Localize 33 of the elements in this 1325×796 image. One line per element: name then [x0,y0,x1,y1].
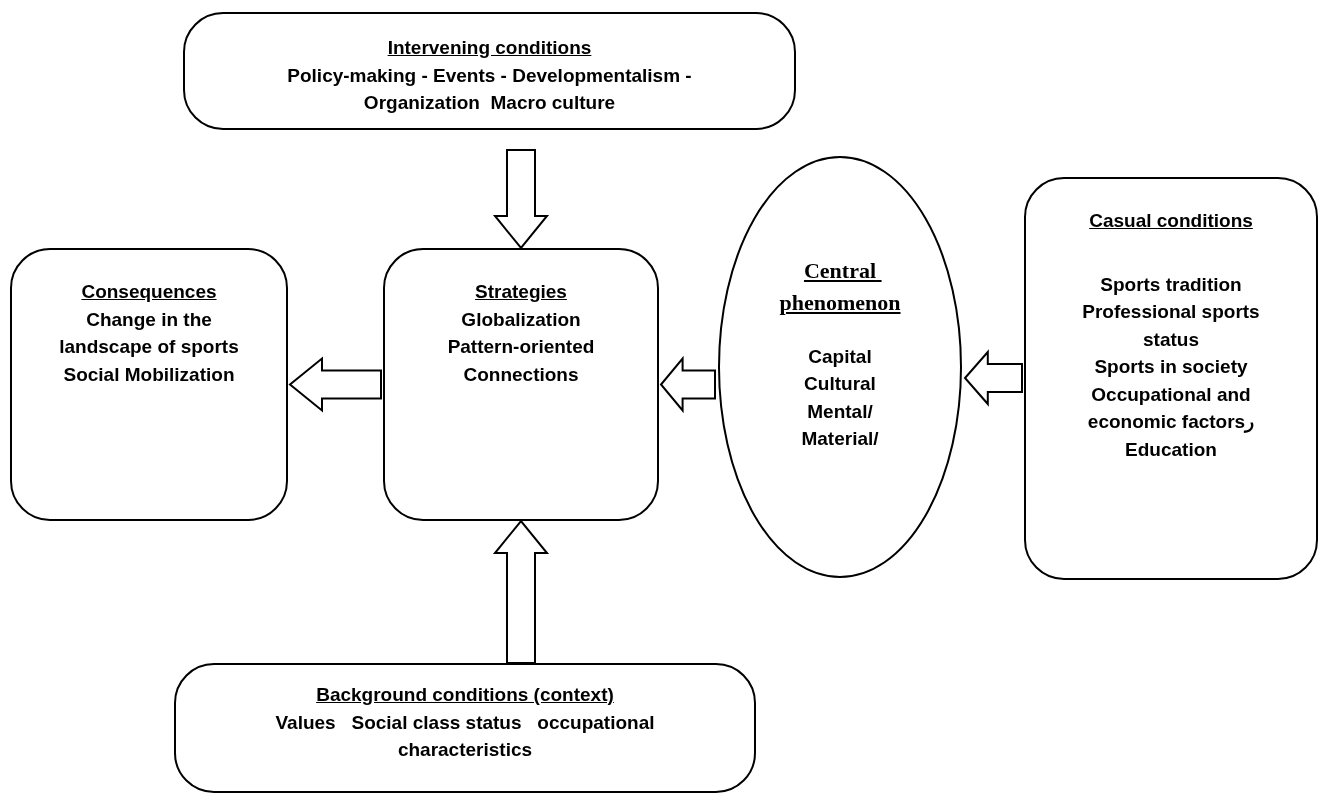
block-arrow [492,519,550,664]
box-text: Cultural [804,372,876,397]
box-text: Change in the landscape of sports [58,307,240,360]
box-heading: Consequences [81,280,217,304]
block-arrow [288,356,382,413]
block-arrow [659,355,716,414]
box-heading: Casual conditions [1089,209,1253,233]
condition-box [10,248,288,521]
condition-box [183,12,796,130]
box-text: Policy-making - Events - Developmentalism - Organization Macro culture [286,63,693,116]
box-text: Values Social class status occupational characteristics [274,710,656,763]
box-heading: Strategies [475,280,567,304]
condition-box [1024,177,1318,580]
box-text: Mental/ [807,399,873,424]
box-heading: Intervening conditions [387,36,592,60]
box-text: Globalization [461,307,581,332]
condition-box [174,663,756,793]
box-text: Occupational and economic factorsر [1086,382,1256,435]
phenomenon-ellipse [717,155,963,579]
box-heading: Background conditions (context) [316,683,614,707]
block-arrow [492,149,550,250]
box-text: Professional sports status [1081,300,1261,352]
box-text: Education [1125,437,1217,462]
box-text: Connections [463,362,579,387]
box-text: Pattern-oriented [447,335,595,360]
box-text: Social Mobilization [63,362,235,387]
box-text: Sports tradition [1100,272,1242,297]
box-text: Material/ [801,427,879,452]
block-arrow [963,349,1023,407]
box-text: Capital [808,344,872,369]
condition-box [383,248,659,521]
box-heading: Central phenomenon [778,257,902,317]
box-text: Sports in society [1094,355,1248,380]
